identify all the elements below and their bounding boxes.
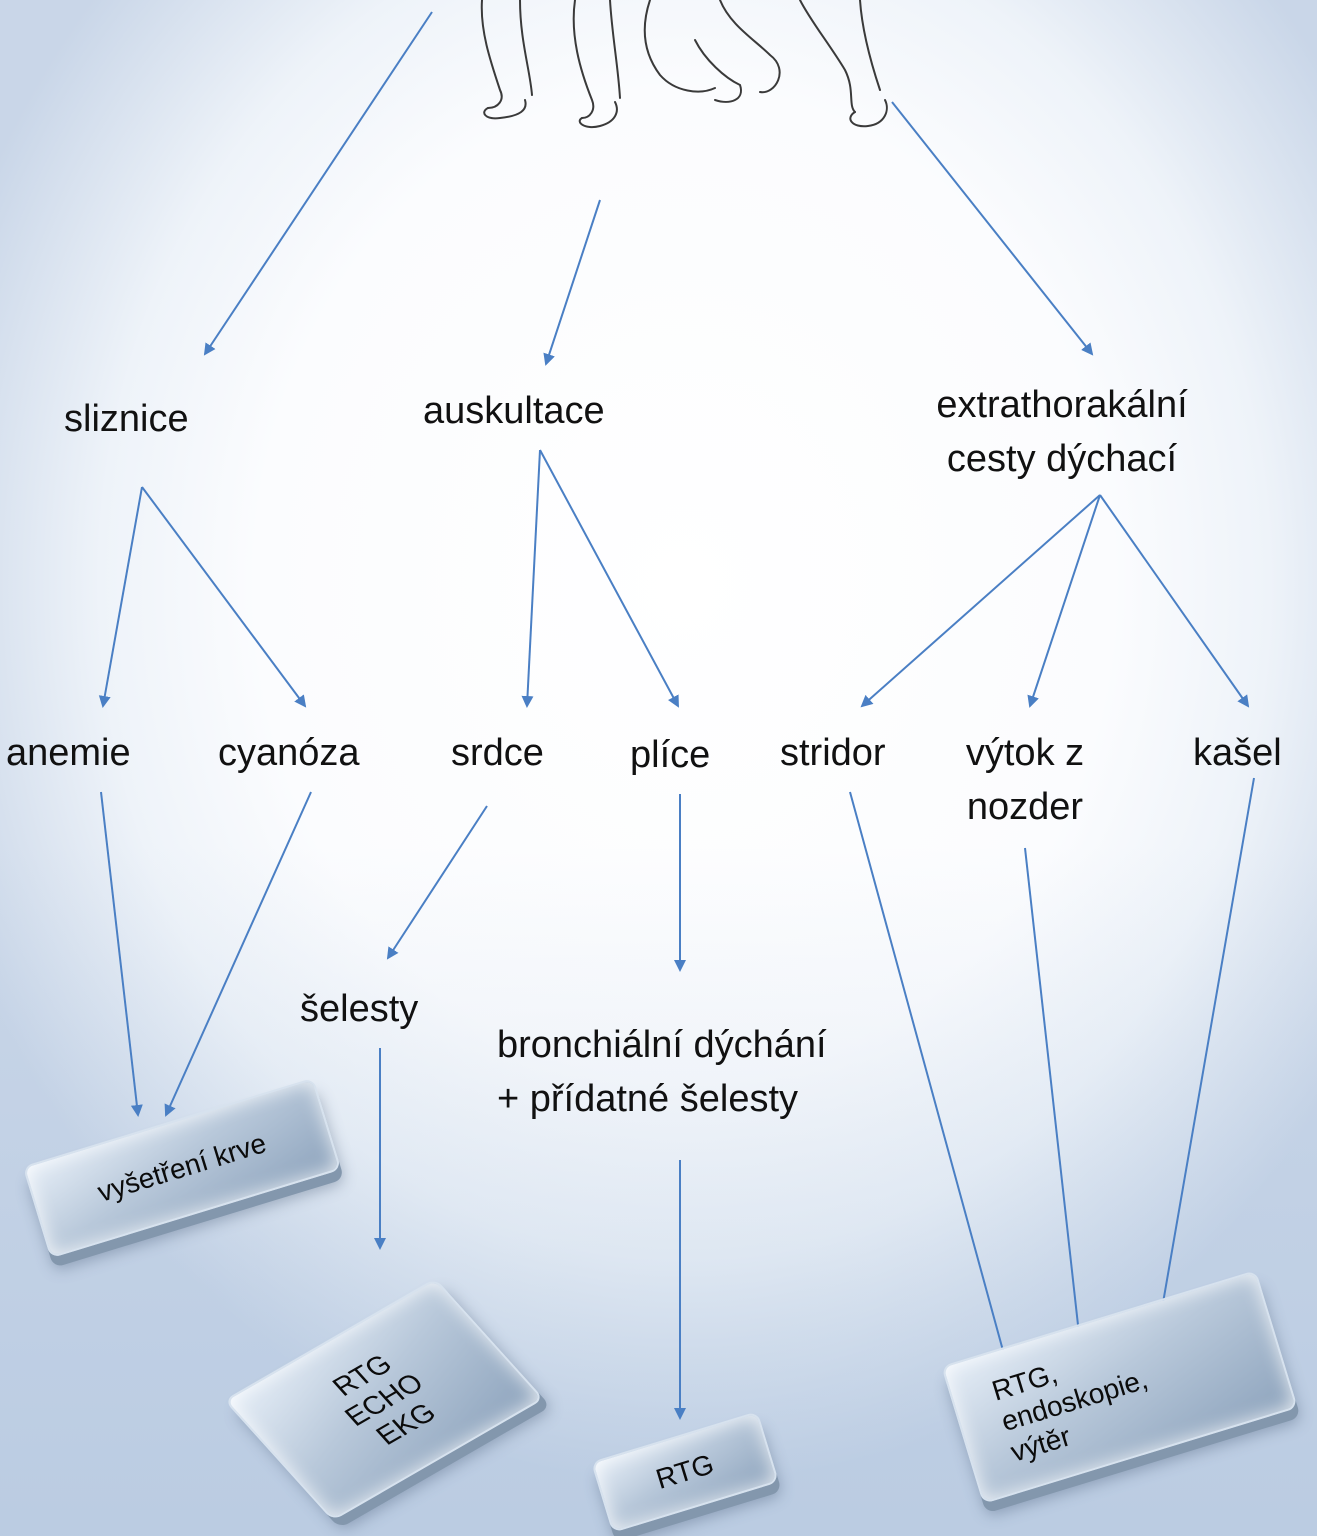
arrow-to-cyanoza — [141, 486, 307, 708]
arrow-vytok-to-endoskopie — [1024, 847, 1090, 1390]
arrow-to-auskultace — [543, 199, 601, 366]
label-extrathorakalni-line1: extrathorakální — [936, 384, 1188, 426]
arrow-to-anemie — [98, 486, 143, 708]
label-bronchialni-dychani: bronchiální dýchání + přídatné šelesty — [497, 1018, 827, 1126]
label-stridor: stridor — [780, 732, 886, 774]
label-bronchialni-line1: bronchiální dýchání — [497, 1024, 827, 1066]
arrow-to-vytok — [1027, 494, 1101, 708]
arrow-to-kasel — [1099, 494, 1250, 708]
label-extrathorakalni: extrathorakální cesty dýchací — [912, 378, 1212, 486]
label-kasel: kašel — [1193, 732, 1282, 774]
label-bronchialni-line2: + přídatné šelesty — [497, 1078, 799, 1120]
arrow-srdce-to-selesty — [386, 805, 488, 960]
label-auskultace: auskultace — [423, 390, 605, 432]
label-vytok-z-nozder: výtok z nozder — [940, 726, 1110, 834]
arrow-to-plice — [539, 449, 679, 708]
label-sliznice: sliznice — [64, 398, 189, 440]
arrow-to-stridor — [860, 494, 1101, 708]
arrow-to-extrathorakalni — [891, 101, 1094, 356]
arrow-to-srdce — [521, 449, 541, 708]
arrow-cyanoza-to-krev — [164, 791, 312, 1117]
arrow-anemie-to-krev — [100, 791, 143, 1117]
label-extrathorakalni-line2: cesty dýchací — [946, 438, 1178, 480]
label-vytok-line2: nozder — [966, 786, 1084, 828]
label-plice: plíce — [630, 734, 711, 776]
label-cyanoza: cyanóza — [218, 732, 360, 774]
cat-legs-illustration — [480, 0, 888, 128]
arrows — [98, 11, 1255, 1426]
arrow-to-sliznice — [203, 11, 433, 356]
label-selesty: šelesty — [300, 988, 419, 1030]
label-srdce: srdce — [451, 732, 544, 774]
label-anemie: anemie — [6, 732, 131, 774]
label-vytok-line1: výtok z — [965, 732, 1085, 774]
arrow-stridor-to-endoskopie — [849, 791, 1026, 1422]
